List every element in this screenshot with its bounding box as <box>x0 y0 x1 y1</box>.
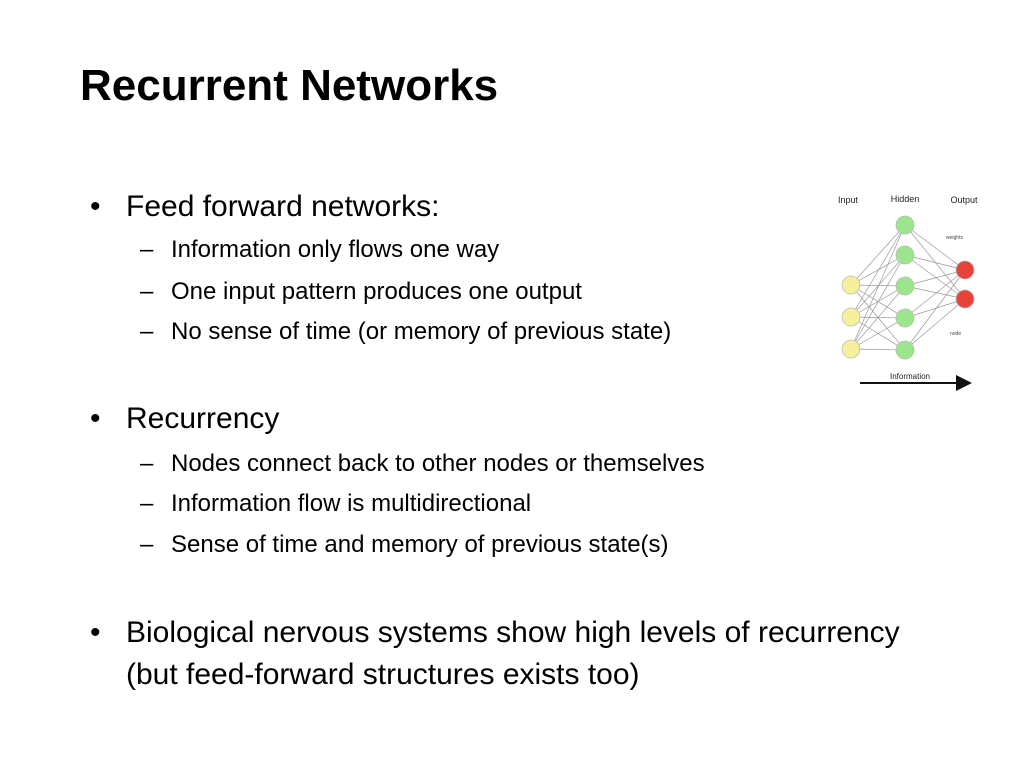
bullet-recurrency: • Recurrency <box>90 398 279 440</box>
bullet-text: Biological nervous systems show high lev… <box>126 616 900 691</box>
network-edge <box>904 254 966 271</box>
network-edges <box>850 224 966 351</box>
sub-bullet-text: One input pattern produces one output <box>171 278 582 305</box>
sub-bullet-text: Information flow is multidirectional <box>171 490 532 517</box>
network-edge <box>904 269 966 351</box>
output-node <box>955 260 975 280</box>
sub-bullet-dash: – <box>140 236 154 263</box>
sub-bullet-dash: – <box>140 318 154 345</box>
sub-bullet-dash: – <box>140 450 154 477</box>
hidden-node <box>895 215 915 235</box>
neural-network-diagram: Input Hidden Output weights node Informa… <box>838 194 978 391</box>
input-layer-label: Input <box>838 195 859 205</box>
network-edge <box>904 224 966 271</box>
sub-bullet-dash: – <box>140 490 154 517</box>
sub-bullet-text: Sense of time and memory of previous sta… <box>171 531 669 558</box>
sub-bullet-text: Nodes connect back to other nodes or the… <box>171 450 705 477</box>
bullet-dot: • <box>90 402 101 435</box>
bullet-text: Recurrency <box>126 402 280 435</box>
input-node <box>841 275 861 295</box>
bullet-dot: • <box>90 190 101 223</box>
hidden-layer-label: Hidden <box>891 194 920 204</box>
node-label: node <box>950 331 961 337</box>
input-node <box>841 339 861 359</box>
network-edge <box>904 224 966 300</box>
bullet-biological: • Biological nervous systems show high l… <box>90 612 910 696</box>
sub-bullet: – No sense of time (or memory of previou… <box>140 317 671 347</box>
output-layer-label: Output <box>950 195 978 205</box>
sub-bullet: – Information flow is multidirectional <box>140 489 531 519</box>
network-edge <box>904 298 966 351</box>
network-edge <box>904 298 966 319</box>
sub-bullet: – Sense of time and memory of previous s… <box>140 530 669 560</box>
output-node <box>955 289 975 309</box>
input-node <box>841 307 861 327</box>
network-edge <box>904 269 966 319</box>
network-edge <box>850 224 906 350</box>
sub-bullet: – Information only flows one way <box>140 235 499 265</box>
hidden-node <box>895 340 915 360</box>
bullet-text: Feed forward networks: <box>126 190 440 223</box>
bullet-feed-forward: • Feed forward networks: <box>90 186 439 228</box>
sub-bullet-text: No sense of time (or memory of previous … <box>171 318 672 345</box>
network-edge <box>904 285 966 300</box>
network-edge <box>850 254 906 318</box>
weights-label: weights <box>946 235 963 241</box>
sub-bullet: – One input pattern produces one output <box>140 277 582 307</box>
network-edge <box>904 254 966 300</box>
sub-bullet-dash: – <box>140 531 154 558</box>
network-edge <box>850 224 906 318</box>
network-edge <box>850 224 906 286</box>
information-label: Information <box>890 372 930 381</box>
hidden-node <box>895 245 915 265</box>
hidden-node <box>895 308 915 328</box>
hidden-node <box>895 276 915 296</box>
slide-title: Recurrent Networks <box>80 61 499 110</box>
bullet-dot: • <box>90 616 101 649</box>
network-edge <box>904 269 966 287</box>
sub-bullet-text: Information only flows one way <box>171 236 500 263</box>
network-edge <box>850 254 906 286</box>
network-edge <box>850 285 906 350</box>
network-edge <box>850 254 906 350</box>
sub-bullet-dash: – <box>140 278 154 305</box>
network-nodes <box>841 215 975 360</box>
sub-bullet: – Nodes connect back to other nodes or t… <box>140 449 705 479</box>
network-edge <box>850 317 906 350</box>
